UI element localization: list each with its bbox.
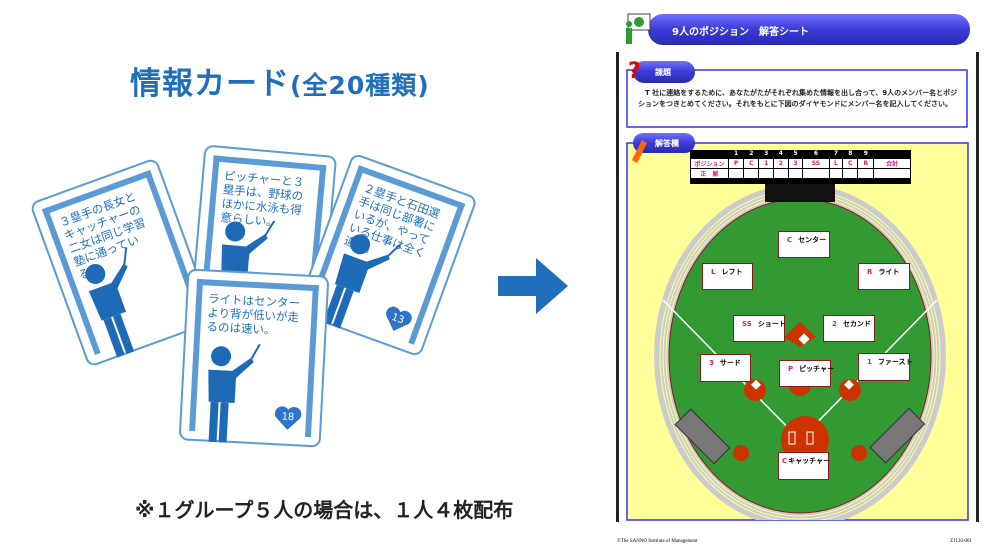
teacher-figure-icon <box>85 243 135 358</box>
copyright: ©The SANNO Institute of Management <box>617 539 698 544</box>
sheet-title: 9人のポジション 解答シート <box>672 27 809 38</box>
answer-cell[interactable] <box>787 167 804 179</box>
task-label: 課題 <box>655 68 671 77</box>
info-card-13: ２塁手と石田選手は同じ部署にいるが、やっている仕事は全く違う。 13 <box>294 152 479 358</box>
distribution-note: ※１グループ５人の場合は、１人４枚配布 <box>135 498 514 522</box>
answer-cell[interactable] <box>857 167 875 179</box>
answer-cell[interactable] <box>773 167 789 179</box>
teacher-figure-icon <box>323 234 408 329</box>
total-cell[interactable] <box>873 167 911 179</box>
answer-cell[interactable] <box>727 167 745 179</box>
title-main: 情報カード <box>130 66 290 102</box>
card-number-badge: 18 <box>273 405 302 430</box>
answer-cell[interactable] <box>758 167 775 179</box>
task-text: T 社に連絡をするために、あなたがたがそれぞれ集めた情報を出し合って、9人のメン… <box>638 89 958 108</box>
answer-label: 解答欄 <box>655 139 679 148</box>
position-box-catcher[interactable]: Cキャッチャー <box>778 452 830 480</box>
answer-cell[interactable] <box>802 167 830 179</box>
document-code: Z1120-001 <box>950 539 973 544</box>
teacher-figure-icon <box>208 341 266 443</box>
header-bar <box>648 14 970 45</box>
info-cards-title: 情報カード(全20種類) <box>130 58 430 103</box>
title-paren: (全20種類) <box>290 71 430 100</box>
right-arrow-icon <box>498 258 568 314</box>
heart-icon <box>274 406 302 430</box>
info-card-1: ３塁手の長女とキャッチャーの二女は同じ学習塾に通っている。 <box>29 157 216 368</box>
heart-icon <box>386 306 412 331</box>
question-mark-icon: ? <box>628 59 641 84</box>
answer-cell[interactable] <box>842 167 859 179</box>
answer-cell[interactable] <box>828 167 844 179</box>
pencil-icon <box>632 140 647 163</box>
info-card-18: ライトはセンターより背が低いが走るのは速い。 18 <box>178 268 330 448</box>
presenter-logo-icon <box>626 13 651 44</box>
answer-cell[interactable] <box>743 167 760 179</box>
card-number-badge: 13 <box>380 304 415 336</box>
